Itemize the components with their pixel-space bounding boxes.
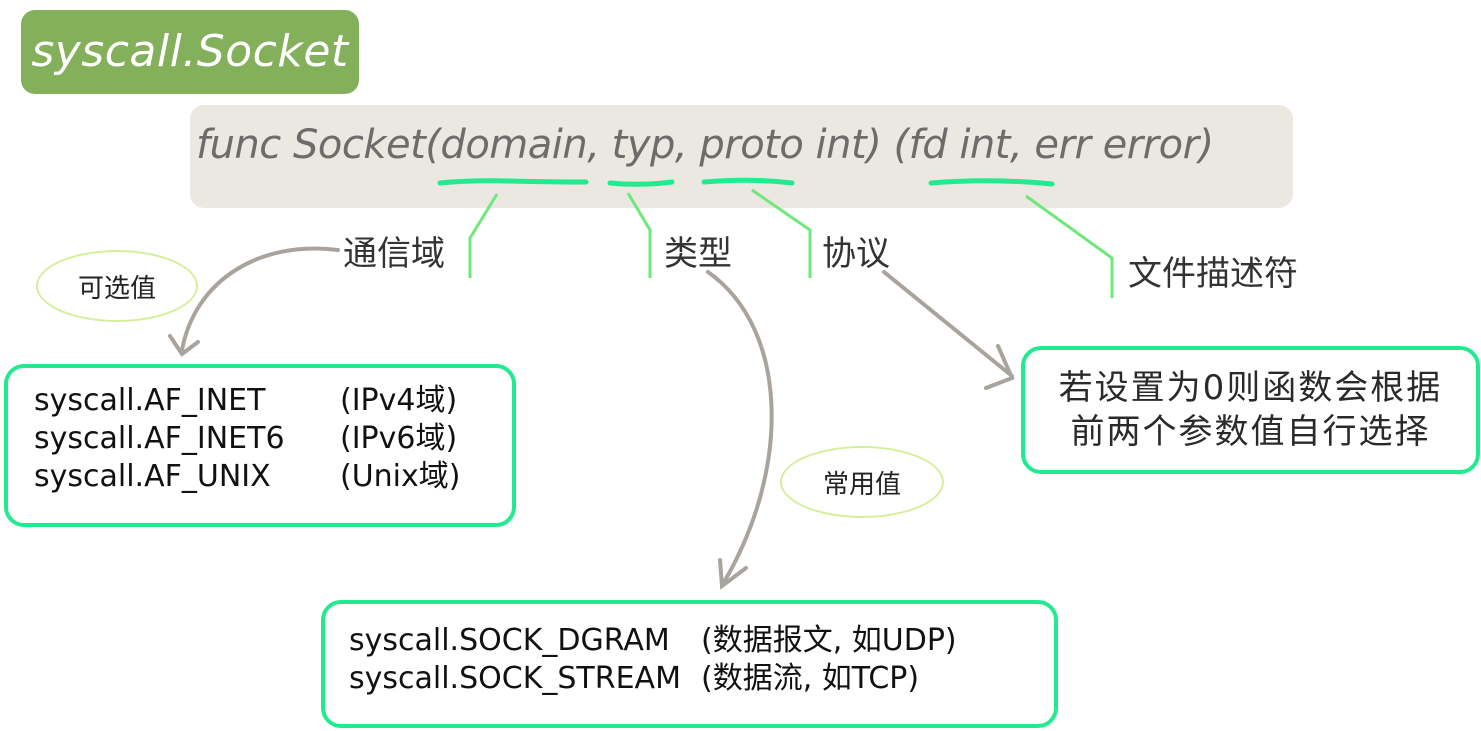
bubble-typ-values: 常用值 [780, 446, 944, 518]
label-proto: 协议 [822, 234, 890, 274]
typ-row: syscall.SOCK_DGRAM (数据报文, 如UDP) [349, 622, 1054, 660]
return-fd: fd int [908, 122, 1011, 168]
label-domain: 通信域 [343, 234, 445, 274]
sig-sep2: , [674, 122, 700, 168]
domain-name: syscall.AF_UNIX [34, 459, 271, 494]
typ-row: syscall.SOCK_STREAM (数据流, 如TCP) [349, 660, 1054, 698]
sig-mid: int) ( [803, 122, 910, 168]
proto-note-line: 前两个参数值自行选择 [1070, 412, 1431, 452]
param-domain: domain [440, 122, 588, 168]
label-typ: 类型 [664, 234, 732, 274]
title-badge: syscall.Socket [21, 10, 359, 94]
typ-name: syscall.SOCK_STREAM [349, 661, 681, 696]
typ-desc: (数据流, 如TCP) [701, 661, 920, 696]
domain-name: syscall.AF_INET6 [34, 421, 285, 456]
proto-note-line: 若设置为0则函数会根据 [1058, 368, 1443, 408]
domain-row: syscall.AF_INET6 (IPv6域) [34, 420, 512, 458]
bubble-typ-values-text: 常用值 [822, 469, 901, 500]
sig-sep1: , [587, 122, 612, 168]
bubble-domain-values: 可选值 [36, 250, 198, 322]
domain-desc: (IPv4域) [340, 383, 458, 418]
typ-values-box: syscall.SOCK_DGRAM (数据报文, 如UDP) syscall.S… [321, 600, 1058, 728]
typ-name: syscall.SOCK_DGRAM [349, 623, 670, 658]
function-signature: func Socket(domain, typ, proto int) (fd … [196, 122, 1214, 168]
bubble-domain-values-text: 可选值 [77, 273, 156, 304]
sig-suffix: , err error) [1009, 122, 1214, 168]
domain-row: syscall.AF_UNIX (Unix域) [34, 458, 512, 496]
arrow-typ-to-values [706, 270, 774, 590]
connector-fd [1025, 194, 1114, 298]
title-text: syscall.Socket [31, 26, 349, 77]
typ-desc: (数据报文, 如UDP) [701, 623, 957, 658]
domain-desc: (Unix域) [340, 459, 461, 494]
param-typ: typ [611, 122, 676, 168]
signature-box [190, 105, 1293, 208]
domain-values-box: syscall.AF_INET (IPv4域) syscall.AF_INET6 (… [4, 364, 516, 527]
proto-note-box: 若设置为0则函数会根据 前两个参数值自行选择 [1021, 346, 1480, 474]
sig-prefix: func Socket( [196, 122, 441, 168]
param-proto: proto [699, 122, 804, 168]
label-fd: 文件描述符 [1128, 254, 1298, 294]
arrow-proto-to-note [882, 270, 1015, 390]
arrow-domain-to-values [168, 246, 340, 357]
domain-desc: (IPv6域) [340, 421, 458, 456]
domain-row: syscall.AF_INET (IPv4域) [34, 382, 512, 420]
domain-name: syscall.AF_INET [34, 383, 266, 418]
